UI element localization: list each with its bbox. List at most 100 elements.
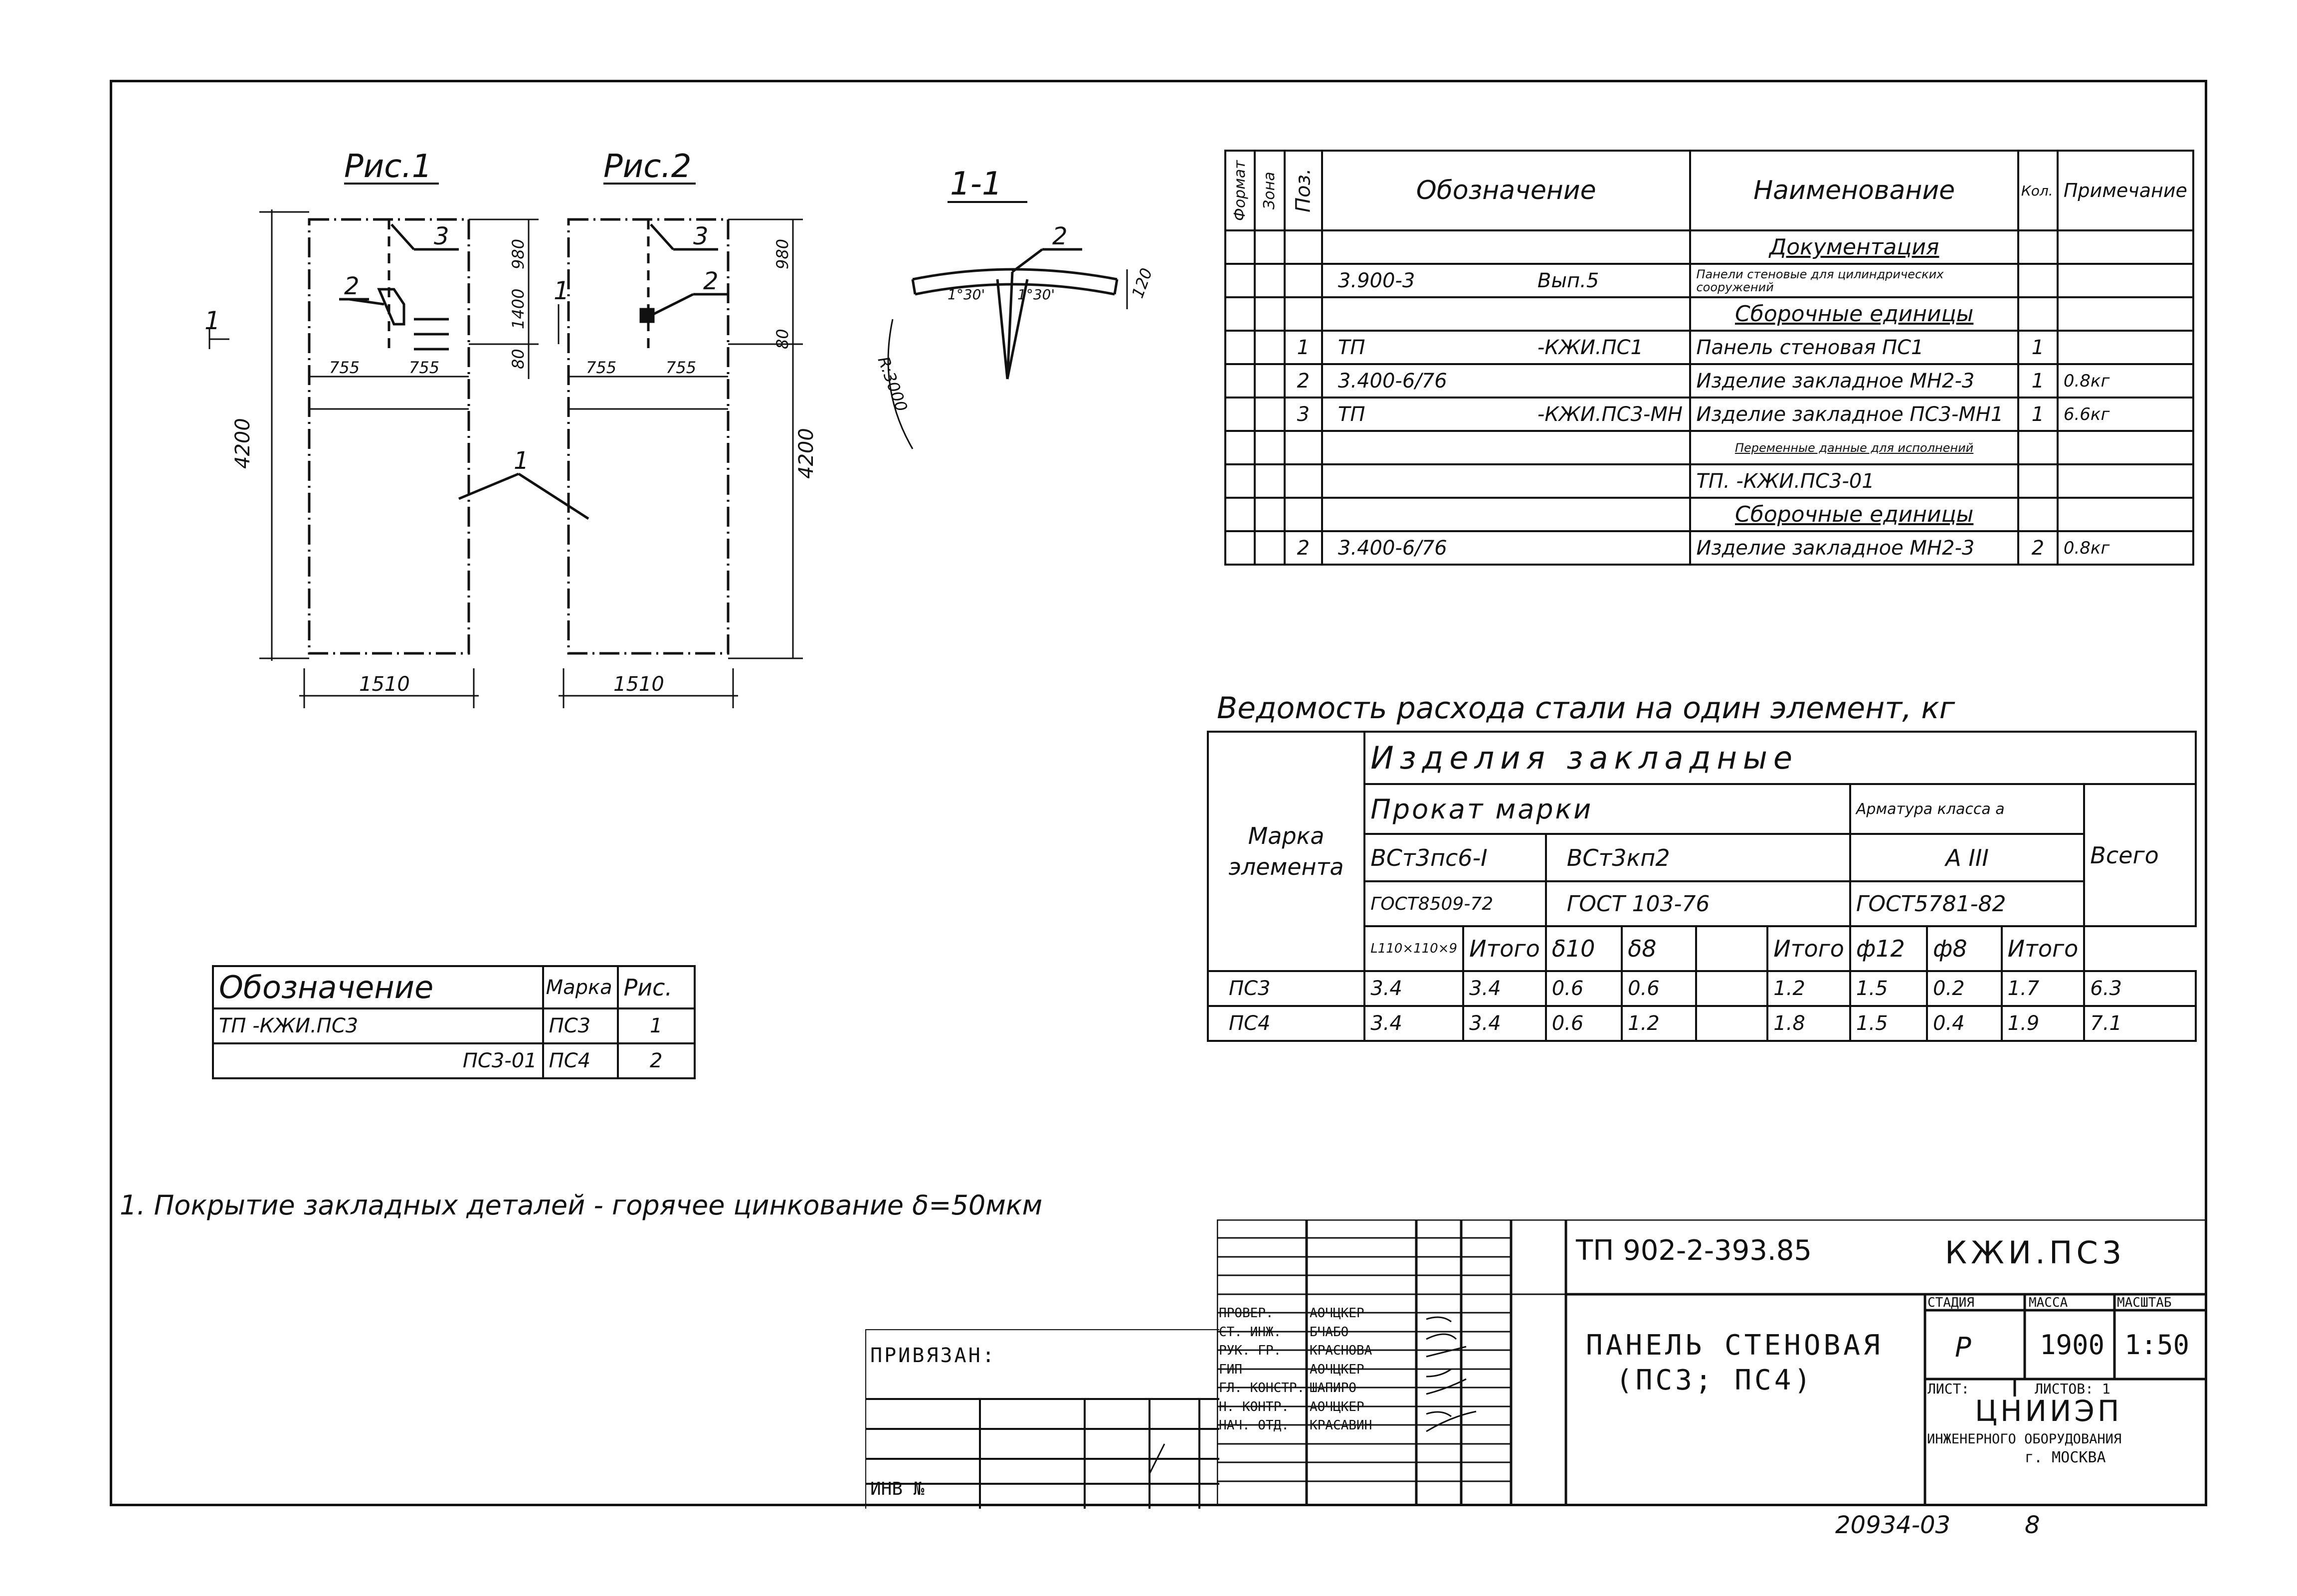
- dim-angle-right: 1°30': [1017, 286, 1055, 303]
- spec-note: [2056, 296, 2195, 332]
- signer-name: ШАПИРО: [1310, 1381, 1356, 1396]
- spec-name: Сборочные единицы: [1689, 497, 2019, 532]
- steel-value: 0.6: [1544, 970, 1623, 1007]
- signer-name: БЧАБО: [1310, 1324, 1349, 1340]
- privyazan-label: ПРИВЯЗАН:: [870, 1344, 996, 1367]
- scale-label: МАСШТАБ: [2117, 1295, 2172, 1310]
- dim-4200-fig1: 4200: [231, 418, 254, 469]
- signer-role: Н. КОНТР.: [1219, 1399, 1289, 1414]
- spec-designation: ТП-КЖИ.ПС1: [1321, 330, 1692, 365]
- spec-header-name: Наименование: [1689, 150, 2019, 231]
- steel-header-total: Всего: [2083, 783, 2197, 927]
- spec-qty: 1: [2017, 330, 2059, 365]
- drawing-frame: [110, 80, 2207, 1506]
- leader-2-section: 2: [1052, 222, 1068, 250]
- steel-header-rebar: Арматура класса а: [1849, 783, 2086, 835]
- spec-row: Сборочные единицы: [1224, 296, 2195, 332]
- steel-mark: ПС4: [1206, 1005, 1366, 1042]
- spec-pos: [1283, 463, 1323, 499]
- dim-755-a: 755: [329, 358, 360, 377]
- spec-note: [2056, 497, 2195, 532]
- dim-755-b: 755: [409, 358, 439, 377]
- signer-name: КРАСАВИН: [1310, 1418, 1372, 1433]
- signer-row: НАЧ. ОТД. КРАСАВИН: [1217, 1416, 1416, 1435]
- steel-subheader: ф12: [1849, 925, 1928, 972]
- signer-role: НАЧ. ОТД.: [1219, 1418, 1289, 1433]
- steel-rebar-class: А III: [1849, 833, 2086, 882]
- spec-pos: [1283, 263, 1323, 298]
- steel-subheader: Итого: [1462, 925, 1547, 972]
- steel-value: 0.6: [1621, 970, 1697, 1007]
- spec-designation: 3.400-6/76: [1321, 363, 1692, 399]
- spec-header-zone: Зона: [1255, 151, 1285, 230]
- dim-980-fig2: 980: [773, 239, 792, 269]
- section-title: 1-1: [950, 166, 1002, 202]
- steel-value: 3.4: [1363, 970, 1465, 1007]
- steel-value: 0.4: [1926, 1005, 2003, 1042]
- spec-name: Изделие закладное ПС3-МН1: [1689, 397, 2019, 432]
- spec-designation: 3.400-6/76: [1321, 530, 1692, 566]
- steel-value: 3.4: [1462, 1005, 1547, 1042]
- title-line-1: ПАНЕЛЬ СТЕНОВАЯ: [1586, 1329, 1883, 1362]
- spec-name: Изделие закладное МН2-3: [1689, 530, 2019, 566]
- steel-total: 7.1: [2083, 1005, 2197, 1042]
- leader-1: 1: [514, 447, 529, 475]
- spec-note: 0.8кг: [2056, 530, 2195, 566]
- signer-role: ПРОВЕР.: [1219, 1306, 1274, 1321]
- fig2-title: Рис.2: [603, 148, 691, 185]
- steel-gost-3: ГОСТ5781-82: [1849, 880, 2086, 927]
- signer-row: СТ. ИНЖ.БЧАБО: [1217, 1323, 1416, 1342]
- scale-value: 1:50: [2124, 1329, 2190, 1361]
- steel-subheader: [1695, 925, 1769, 972]
- marks-header-mark: Марка: [542, 965, 619, 1009]
- spec-pos: [1283, 430, 1323, 465]
- steel-mark: ПС3: [1206, 970, 1366, 1007]
- spec-name: Документация: [1689, 229, 2019, 265]
- spec-qty: [2017, 463, 2059, 499]
- spec-header-designation: Обозначение: [1321, 150, 1692, 231]
- marks-header-fig: Рис.: [616, 965, 696, 1009]
- spec-qty: [2017, 497, 2059, 532]
- cut-mark-right: 1: [554, 276, 570, 305]
- fig1-title: Рис.1: [344, 148, 432, 185]
- marks-designation: ПС3-01: [212, 1042, 544, 1079]
- steel-value: 0.6: [1544, 1005, 1623, 1042]
- steel-value: 1.9: [2000, 1005, 2086, 1042]
- signer-row: РУК. ГР.КРАСНОВА: [1217, 1342, 1416, 1361]
- spec-header-pos: Поз.: [1284, 151, 1322, 230]
- spec-qty: [2017, 229, 2059, 265]
- leader-3-fig2: 3: [693, 222, 709, 250]
- panel-1-outline: [308, 218, 470, 655]
- dim-r3000: R:3000: [874, 354, 911, 414]
- inv-label: ИНВ №: [870, 1479, 925, 1499]
- spec-row: Сборочные единицы: [1224, 497, 2195, 532]
- steel-subheader: δ8: [1621, 925, 1697, 972]
- steel-value: 0.2: [1926, 970, 2003, 1007]
- signer-name: АОЧЦКЕР: [1310, 1362, 1364, 1377]
- org-city: г. МОСКВА: [2025, 1449, 2106, 1466]
- spec-pos: 2: [1283, 530, 1323, 566]
- spec-header-qty: Кол.: [2017, 150, 2059, 231]
- leader-3-fig1: 3: [434, 222, 449, 250]
- marks-mark: ПС3: [542, 1007, 619, 1044]
- spec-row: Документация: [1224, 229, 2195, 265]
- steel-grade-1: ВСт3пс6-I: [1363, 833, 1547, 882]
- steel-subheader: Итого: [2000, 925, 2086, 972]
- cut-mark-left: 1: [204, 306, 220, 335]
- steel-value: 1.7: [2000, 970, 2086, 1007]
- marks-mark: ПС4: [542, 1042, 619, 1079]
- dim-980-fig1: 980: [509, 239, 528, 269]
- steel-header-mark: Марка элемента: [1206, 731, 1366, 972]
- sheets-label: ЛИСТОВ: 1: [2035, 1381, 2110, 1397]
- privyazan-grid: [865, 1329, 1219, 1509]
- steel-value: [1695, 1005, 1769, 1042]
- dim-angle-left: 1°30': [948, 286, 985, 303]
- dim-120: 120: [1128, 265, 1156, 300]
